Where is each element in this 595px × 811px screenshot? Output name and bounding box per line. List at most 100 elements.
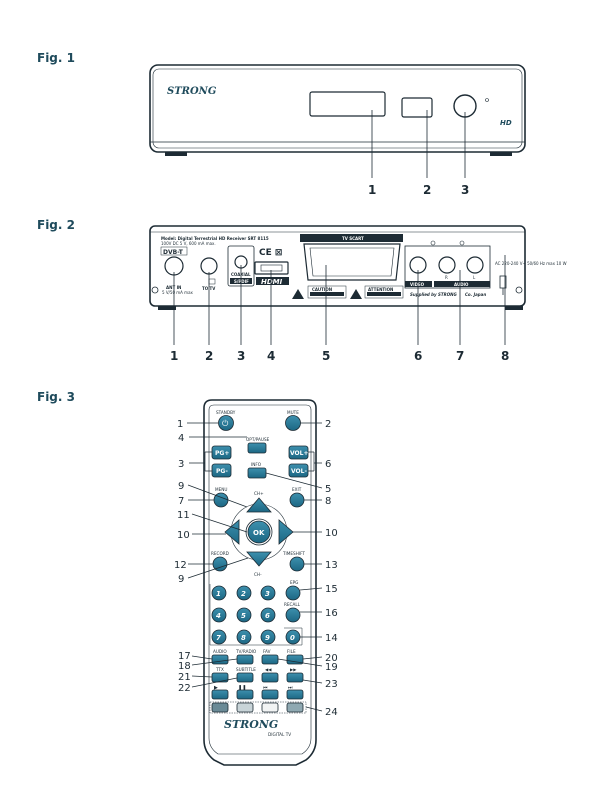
green-key [236,702,254,713]
vol-up-button [288,445,309,460]
fig2-callout-1: 1 [170,349,178,363]
dvb-logo: DVB-T [163,249,184,256]
fig3-right-callout-6: 6 [325,459,331,470]
exit-label: EXIT [292,487,302,492]
digit-label-8: 8 [241,634,246,642]
standby-button [218,415,234,431]
epg-label: EPG [290,580,298,585]
ant-in-sub: 5 V/50 mA max [162,290,194,295]
rewind-button [261,672,279,683]
standby-label: STANDBY [216,410,236,415]
japan-text: Co. Japan [465,292,486,297]
fig3-left-callout-9: 9 [178,481,184,492]
front-display [309,91,386,117]
fig3-left-callout-11: 11 [177,510,190,521]
fig3-left-callout-7: 7 [178,496,184,507]
digit-button-2 [236,585,252,601]
fig3-right-callout-23: 23 [325,679,338,690]
fig3-right-callout-14: 14 [325,633,338,644]
fig3-right-callout-20: 20 [325,653,338,664]
fig3-left-callout-9b: 9 [178,574,184,585]
opt-label: OPT/PAUSE [246,437,270,442]
epg-button [285,585,301,601]
audio-r-connector [438,256,456,274]
record-label: RECORD [211,551,229,556]
next-button [286,689,304,700]
ch-up-label: CH+ [254,491,264,496]
file-button [286,654,304,665]
front-led [485,98,489,102]
digit-label-6: 6 [265,612,270,620]
yellow-key [261,702,279,713]
mute-label: MUTE [287,410,299,415]
pg-down-label: PG- [216,468,228,475]
fig3-left-callout-10: 10 [177,530,190,541]
up-arrow-button [246,497,272,513]
digit-button-3 [260,585,276,601]
ce-mark: CE ⊠ [259,248,282,258]
fig3-right-callout-16: 16 [325,608,338,619]
prev-icon: ⏮ [263,685,268,691]
fig2-callout-6: 6 [414,349,422,363]
to-tv-connector [200,257,218,275]
audio-r-label: R [445,275,448,280]
timeshift-label: TIMESHIFT [282,551,305,556]
pg-up-label: PG+ [215,450,229,457]
digit-label-5: 5 [241,612,246,620]
scart-label: TV SCART [342,236,364,241]
digit-label-2: 2 [241,590,246,598]
fig3-left-callout-3: 3 [178,459,184,470]
tvradio-label: TV/RADIO [235,649,257,654]
power-icon: ⏻ [222,419,229,428]
spdif-label: S/PDIF [234,279,249,284]
video-label: VIDEO [410,282,425,287]
fig3-left-callout-1: 1 [177,419,183,430]
caution-label: CAUTION [312,287,332,292]
digit-button-4 [211,607,227,623]
menu-label: MENU [215,487,227,492]
rear-power-text: 100V DC 5 V, 600 mA max. [161,241,216,246]
ok-label: OK [253,529,265,537]
ok-button [247,520,271,544]
digit-button-6 [260,607,276,623]
rear-model-text: Model: Digital Terrestrial HD Receiver S… [161,236,269,241]
exit-button [289,492,305,508]
ch-down-label: CH- [254,572,262,577]
ffwd-label: ▶▶ [290,667,297,672]
attention-label: ATTENTION [368,287,393,292]
pg-down-button [211,463,232,478]
fav-label: FAV [263,649,271,654]
digit-button-8 [236,629,252,645]
fig2-label: Fig. 2 [37,218,75,232]
ttx-label: TTX [215,667,224,672]
fig3-left-callout-4: 4 [178,433,184,444]
ttx-button [211,672,229,683]
play-icon: ▶ [214,685,218,691]
fig3-label: Fig. 3 [37,390,75,404]
tvradio-button [236,654,254,665]
recall-label: RECALL [284,602,301,607]
menu-button [213,492,229,508]
fig3-right-callout-19: 19 [325,662,338,673]
rewind-label: ◀◀ [265,667,272,672]
digit-label-0: 0 [290,634,295,642]
supplied-text: Supplied by STRONG [410,292,457,297]
subtitle-label: SUBTITLE [236,667,256,672]
opt-button [247,442,267,454]
fig2-callout-7: 7 [456,349,464,363]
ffwd-button [286,672,304,683]
timeshift-button [289,556,305,572]
hdmi-label: HDMI [261,278,283,286]
remote-brand-logo: STRONG [224,718,278,731]
fig2-callout-4: 4 [267,349,275,363]
fig2-callout-3: 3 [237,349,245,363]
digit-label-1: 1 [216,590,221,598]
fig3-right-callout-24: 24 [325,707,338,718]
file-label: FILE [287,649,296,654]
digit-label-3: 3 [265,590,270,598]
digit-label-7: 7 [216,634,221,642]
digit-label-4: 4 [216,612,221,620]
digit-button-1 [211,585,227,601]
hd-badge: HD [500,119,512,127]
